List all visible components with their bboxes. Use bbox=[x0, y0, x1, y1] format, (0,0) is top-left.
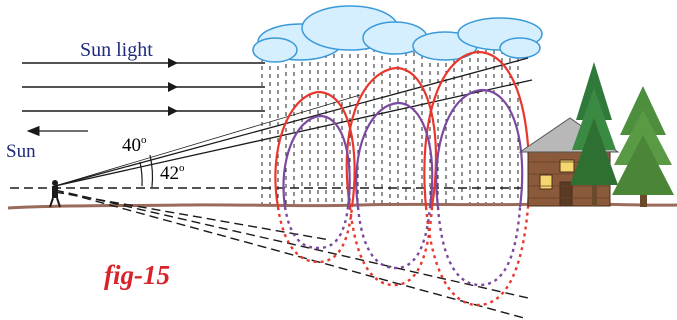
violet-arc-middle bbox=[355, 101, 434, 208]
red-arcs-lower bbox=[276, 206, 530, 307]
sunlight-rays bbox=[22, 58, 265, 116]
sight-lines bbox=[54, 57, 533, 187]
angle-40-value: 40 bbox=[122, 135, 141, 156]
observer-figure bbox=[49, 180, 61, 208]
figure-caption: fig-15 bbox=[104, 260, 170, 290]
degree-symbol-42: o bbox=[179, 162, 185, 174]
angle-arc-42 bbox=[149, 154, 154, 188]
angle-42-label: 42o bbox=[160, 162, 185, 184]
violet-arc-right bbox=[435, 88, 524, 208]
angle-arc-40 bbox=[139, 161, 143, 187]
violet-arcs bbox=[282, 88, 524, 208]
red-arcs bbox=[274, 50, 531, 208]
red-arc-left bbox=[274, 90, 356, 208]
angle-40-label: 40o bbox=[122, 134, 147, 156]
angle-42-value: 42 bbox=[160, 163, 179, 184]
violet-arc-left bbox=[282, 114, 351, 208]
degree-symbol-40: o bbox=[141, 134, 147, 146]
cloud-group bbox=[252, 5, 543, 63]
sun-label: Sun bbox=[6, 141, 36, 162]
small-tree-illustration bbox=[570, 62, 618, 206]
violet-arcs-lower bbox=[283, 206, 522, 287]
red-arc-middle bbox=[345, 66, 438, 208]
below-horizon-lines bbox=[54, 189, 529, 319]
sun-light-label: Sun light bbox=[80, 39, 153, 61]
red-arc-right bbox=[423, 50, 531, 208]
large-tree-illustration bbox=[612, 86, 674, 207]
